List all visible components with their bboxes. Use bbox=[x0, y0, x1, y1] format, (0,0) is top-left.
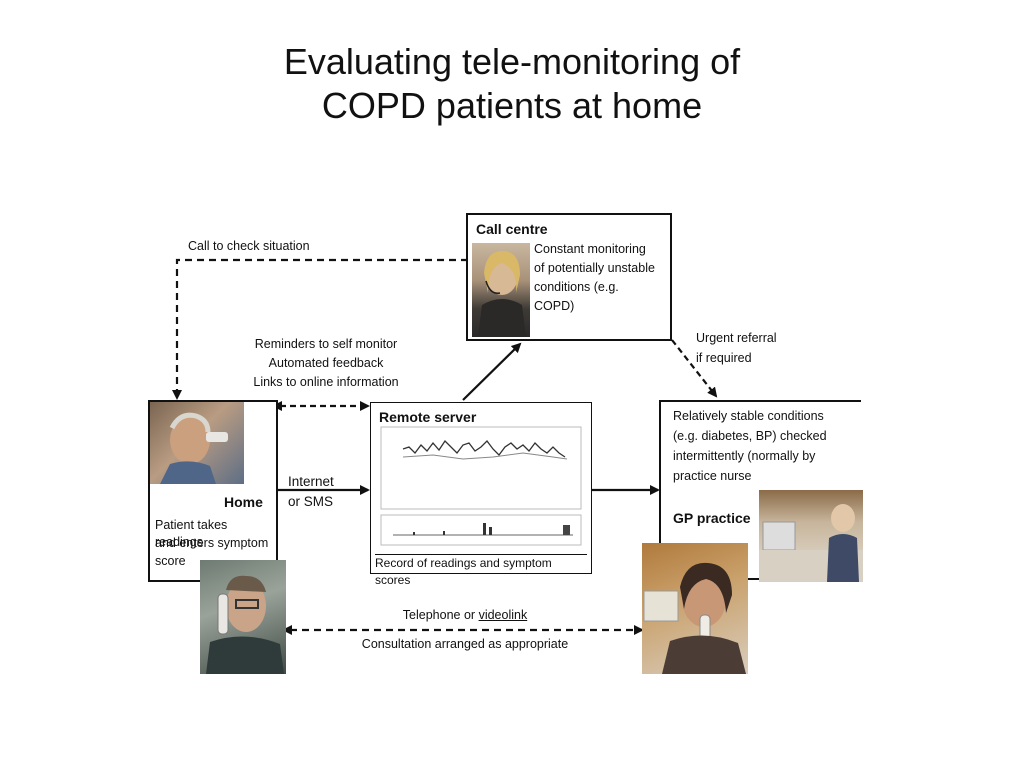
operator-photo bbox=[472, 243, 530, 337]
call-check-label: Call to check situation bbox=[188, 239, 310, 253]
remote-server-heading: Remote server bbox=[379, 409, 477, 425]
call-centre-line-4: COPD) bbox=[534, 299, 575, 313]
urgent-referral-arrow bbox=[671, 339, 718, 398]
readings-trace bbox=[402, 439, 566, 458]
page-title: Evaluating tele-monitoring of COPD patie… bbox=[0, 40, 1024, 128]
telephone-label: Telephone or videolink bbox=[340, 607, 590, 624]
call-check-arrow bbox=[172, 258, 468, 400]
home-line-1: Patient takes readings bbox=[155, 518, 228, 549]
home-line-2: and enters symptom bbox=[155, 536, 269, 550]
gp-heading: GP practice bbox=[673, 510, 751, 526]
reminders-line-2: Automated feedback bbox=[268, 356, 384, 370]
nurse-photo bbox=[642, 543, 748, 674]
nurse-icon bbox=[643, 562, 746, 674]
call-centre-box: Call centre Constant monitoring of poten… bbox=[466, 213, 672, 341]
patient-photo bbox=[150, 402, 244, 484]
phone-icon bbox=[206, 575, 284, 674]
call-centre-line-1: Constant monitoring bbox=[534, 242, 646, 256]
urgent-line-1: Urgent referral bbox=[696, 331, 777, 345]
title-line-1: Evaluating tele-monitoring of bbox=[283, 41, 741, 82]
call-centre-line-2: of potentially unstable bbox=[534, 261, 655, 275]
gp-photo bbox=[759, 490, 863, 582]
phone-photo bbox=[200, 560, 286, 674]
consultation-label: Consultation arranged as appropriate bbox=[361, 637, 569, 651]
internet-line-1: Internet bbox=[288, 474, 334, 489]
gp-icon bbox=[759, 504, 863, 582]
server-to-callcentre-arrow bbox=[462, 342, 522, 401]
remote-server-caption: Record of readings and symptom scores bbox=[375, 554, 587, 589]
gp-line-4: practice nurse bbox=[673, 469, 752, 483]
gp-line-1: Relatively stable conditions bbox=[673, 409, 824, 423]
remote-server-box: Remote server Record of readings and sym… bbox=[370, 402, 592, 587]
gp-line-3: intermittently (normally by bbox=[673, 449, 816, 463]
title-line-2: COPD patients at home bbox=[321, 85, 703, 126]
operator-icon bbox=[478, 251, 526, 337]
internet-line-2: or SMS bbox=[288, 494, 334, 509]
urgent-line-2: if required bbox=[696, 351, 752, 365]
call-centre-line-3: conditions (e.g. bbox=[534, 280, 619, 294]
home-line-3: score bbox=[155, 554, 186, 568]
patient-icon bbox=[160, 412, 228, 484]
videolink-link[interactable]: videolink bbox=[478, 608, 528, 622]
home-box: Home Patient takes readings and enters s… bbox=[148, 400, 278, 582]
reminders-line-1: Reminders to self monitor bbox=[254, 337, 398, 351]
reminders-line-3: Links to online information bbox=[253, 375, 399, 389]
home-heading: Home bbox=[224, 494, 263, 510]
call-centre-heading: Call centre bbox=[476, 221, 548, 237]
telephone-prefix: Telephone or bbox=[402, 608, 479, 622]
readings-plot bbox=[380, 426, 582, 546]
gp-line-2: (e.g. diabetes, BP) checked bbox=[673, 429, 827, 443]
